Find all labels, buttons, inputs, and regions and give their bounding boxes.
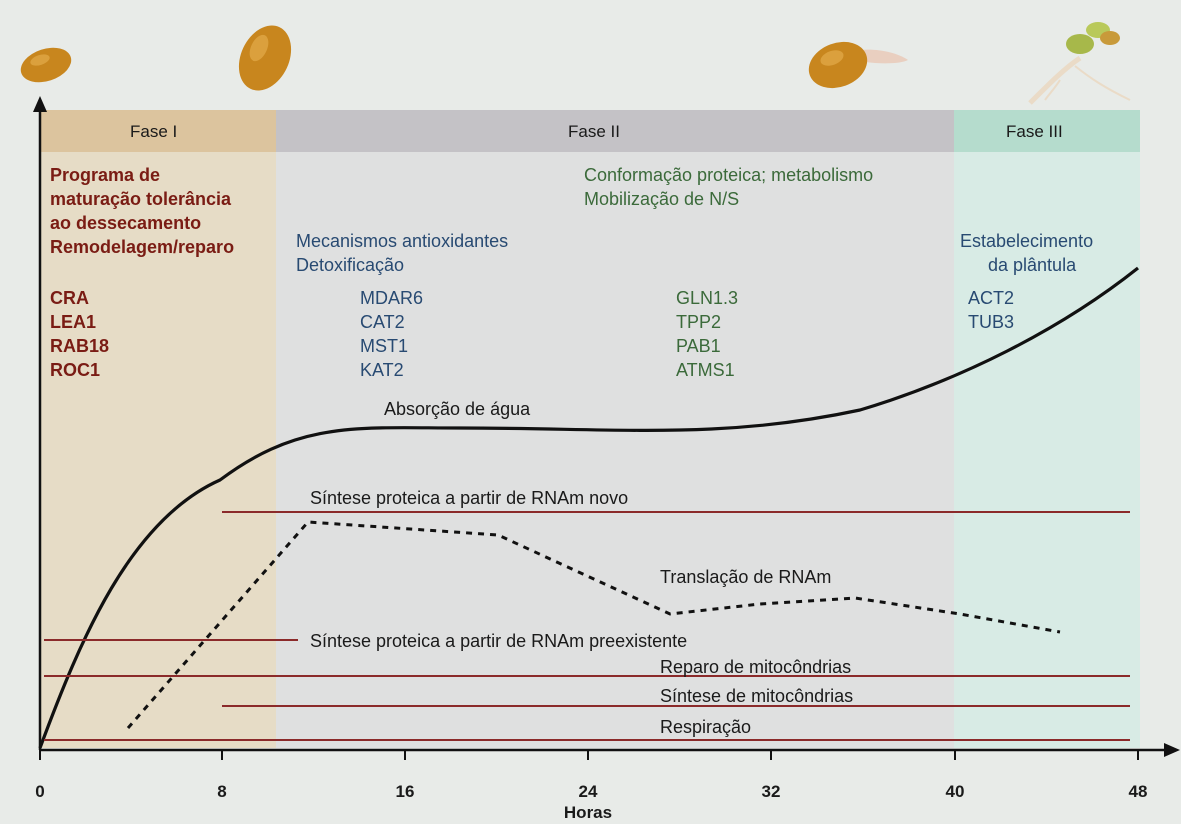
phase1-label: Fase I bbox=[130, 122, 178, 141]
phase3-gene-list: ACT2 TUB3 bbox=[968, 286, 1014, 334]
mito-repair-label: Reparo de mitocôndrias bbox=[660, 657, 852, 677]
phase1-desc-line3: ao dessecamento bbox=[50, 213, 202, 233]
phase1-header-bar bbox=[40, 110, 276, 152]
water-uptake-curve bbox=[38, 266, 1139, 749]
gene-label: ATMS1 bbox=[676, 360, 735, 380]
seed-icon-germinating bbox=[800, 20, 920, 105]
phase3-desc-line2: da plântula bbox=[988, 255, 1077, 275]
phase2-header-bar bbox=[276, 110, 954, 152]
phase3-background bbox=[954, 110, 1140, 748]
new-mrna-synthesis-label: Síntese proteica a partir de RNAm novo bbox=[310, 488, 629, 508]
antioxidant-desc-line1: Mecanismos antioxidantes bbox=[296, 231, 509, 251]
phase1-desc-line1: Programa de bbox=[50, 165, 161, 185]
mito-synthesis-label: Síntese de mitocôndrias bbox=[660, 686, 854, 706]
phase3-label: Fase III bbox=[1006, 122, 1063, 141]
gene-label: KAT2 bbox=[360, 360, 404, 380]
gene-label: CRA bbox=[50, 288, 89, 308]
gene-label: ROC1 bbox=[50, 360, 101, 380]
gene-label: TPP2 bbox=[676, 312, 722, 332]
phase2-gene-list: GLN1.3 TPP2 PAB1 ATMS1 bbox=[676, 286, 738, 382]
phase3-header-bar bbox=[954, 110, 1140, 152]
phase2-desc-line2: Mobilização de N/S bbox=[584, 189, 740, 209]
phase1-desc-line2: maturação tolerância bbox=[50, 189, 232, 209]
x-tick-label: 32 bbox=[761, 782, 781, 801]
gene-label: LEA1 bbox=[50, 312, 97, 332]
gene-label: MDAR6 bbox=[360, 288, 424, 308]
phase2-desc-line1: Conformação proteica; metabolismo bbox=[584, 165, 874, 185]
gene-label: GLN1.3 bbox=[676, 288, 739, 308]
x-tick-label: 24 bbox=[578, 782, 598, 801]
gene-label: ACT2 bbox=[968, 288, 1015, 308]
gene-label: PAB1 bbox=[676, 336, 721, 356]
x-axis-label: Horas bbox=[563, 803, 613, 822]
preexisting-mrna-synthesis-label: Síntese proteica a partir de RNAm preexi… bbox=[310, 631, 688, 651]
gene-label: CAT2 bbox=[360, 312, 405, 332]
antioxidant-gene-list: MDAR6 CAT2 MST1 KAT2 bbox=[360, 286, 423, 382]
x-tick-label: 48 bbox=[1128, 782, 1148, 801]
phase1-gene-list: CRA LEA1 RAB18 ROC1 bbox=[50, 286, 109, 382]
y-axis-arrow bbox=[33, 96, 47, 112]
x-tick-label: 0 bbox=[35, 782, 45, 801]
seed-icon-dry bbox=[12, 40, 82, 95]
water-uptake-label: Absorção de água bbox=[384, 399, 531, 419]
gene-label: MST1 bbox=[360, 336, 409, 356]
mrna-translation-curve bbox=[126, 520, 1061, 729]
seedling-icon bbox=[1020, 8, 1170, 113]
phase1-background bbox=[40, 110, 276, 748]
x-tick-label: 8 bbox=[217, 782, 227, 801]
antioxidant-desc-line2: Detoxificação bbox=[296, 255, 405, 275]
x-tick-label: 40 bbox=[945, 782, 965, 801]
phase3-desc-line1: Estabelecimento bbox=[960, 231, 1094, 251]
gene-label: TUB3 bbox=[968, 312, 1015, 332]
x-tick-label: 16 bbox=[395, 782, 415, 801]
gene-label: RAB18 bbox=[50, 336, 110, 356]
seed-icon-imbibed bbox=[230, 20, 300, 100]
respiration-label: Respiração bbox=[660, 717, 752, 737]
mrna-translation-label: Translação de RNAm bbox=[660, 567, 832, 587]
phase1-desc-line4: Remodelagem/reparo bbox=[50, 237, 235, 257]
x-axis-arrow bbox=[1164, 743, 1180, 757]
phase2-label: Fase II bbox=[568, 122, 620, 141]
